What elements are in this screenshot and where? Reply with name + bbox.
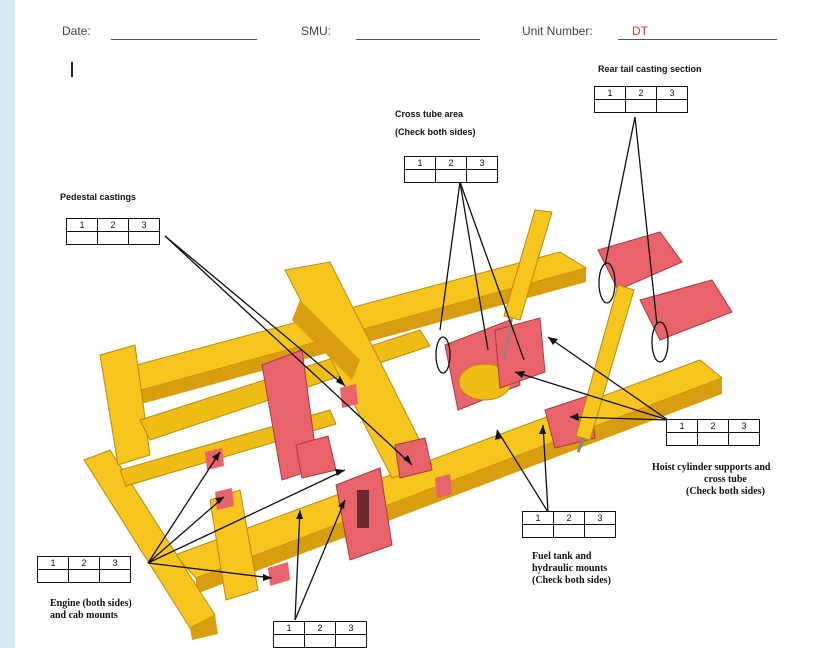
rating-cell-2[interactable] (553, 524, 585, 538)
rating-cell-3[interactable] (128, 231, 160, 245)
rating-cell-2[interactable] (304, 634, 336, 648)
unit-number-label: Unit Number: (522, 24, 593, 38)
hoist-sublabel: cross tube (704, 474, 747, 485)
hoist-label: Hoist cylinder supports and (652, 462, 771, 473)
rating-1: 1 (594, 86, 626, 100)
rating-cell-1[interactable] (37, 569, 69, 583)
rating-1: 1 (522, 511, 554, 525)
rating-1: 1 (66, 218, 98, 232)
cross-tube-sublabel: (Check both sides) (395, 127, 476, 137)
cross-tube-label: Cross tube area (395, 109, 464, 119)
rating-3: 3 (128, 218, 160, 232)
pedestal-label: Pedestal castings (60, 192, 137, 202)
rating-cell-2[interactable] (625, 99, 657, 113)
rating-2: 2 (435, 156, 467, 170)
fuel-note: (Check both sides) (532, 575, 611, 586)
rating-cell-1[interactable] (404, 169, 436, 183)
rating-cell-2[interactable] (435, 169, 467, 183)
rating-3: 3 (466, 156, 498, 170)
engine-label: Engine (both sides) (50, 598, 132, 609)
rating-cell-3[interactable] (584, 524, 616, 538)
rating-cell-3[interactable] (656, 99, 688, 113)
unit-number-value: DT (632, 24, 648, 38)
smu-label: SMU: (301, 24, 331, 38)
fuel-sublabel: hydraulic mounts (532, 563, 608, 574)
rating-2: 2 (625, 86, 657, 100)
rating-2: 2 (304, 621, 336, 635)
smu-field[interactable] (356, 39, 480, 40)
rating-3: 3 (656, 86, 688, 100)
text-cursor (71, 62, 73, 77)
rating-cell-1[interactable] (522, 524, 554, 538)
rating-2: 2 (697, 419, 729, 433)
rating-cell-1[interactable] (273, 634, 305, 648)
rating-3: 3 (584, 511, 616, 525)
date-label: Date: (62, 24, 91, 38)
frame-illustration (83, 209, 733, 640)
date-field[interactable] (111, 39, 257, 40)
rating-cell-1[interactable] (594, 99, 626, 113)
rating-1: 1 (273, 621, 305, 635)
arrowheads (212, 337, 579, 581)
rating-cell-2[interactable] (697, 432, 729, 446)
rear-tail-label: Rear tail casting section (598, 64, 702, 74)
callout-lines (147, 116, 669, 621)
rating-cell-3[interactable] (99, 569, 131, 583)
rating-cell-3[interactable] (728, 432, 760, 446)
rating-1: 1 (404, 156, 436, 170)
rating-cell-2[interactable] (68, 569, 100, 583)
hoist-note: (Check both sides) (686, 486, 765, 497)
engine-sublabel: and cab mounts (50, 610, 118, 621)
rating-2: 2 (553, 511, 585, 525)
unit-number-field[interactable] (618, 39, 777, 40)
rating-cell-1[interactable] (666, 432, 698, 446)
rating-3: 3 (728, 419, 760, 433)
rating-2: 2 (97, 218, 129, 232)
rating-cell-3[interactable] (466, 169, 498, 183)
rating-cell-1[interactable] (66, 231, 98, 245)
rating-3: 3 (335, 621, 367, 635)
rating-1: 1 (37, 556, 69, 570)
rating-cell-2[interactable] (97, 231, 129, 245)
rating-2: 2 (68, 556, 100, 570)
rating-3: 3 (99, 556, 131, 570)
rating-cell-3[interactable] (335, 634, 367, 648)
fuel-label: Fuel tank and (532, 551, 592, 562)
rating-1: 1 (666, 419, 698, 433)
